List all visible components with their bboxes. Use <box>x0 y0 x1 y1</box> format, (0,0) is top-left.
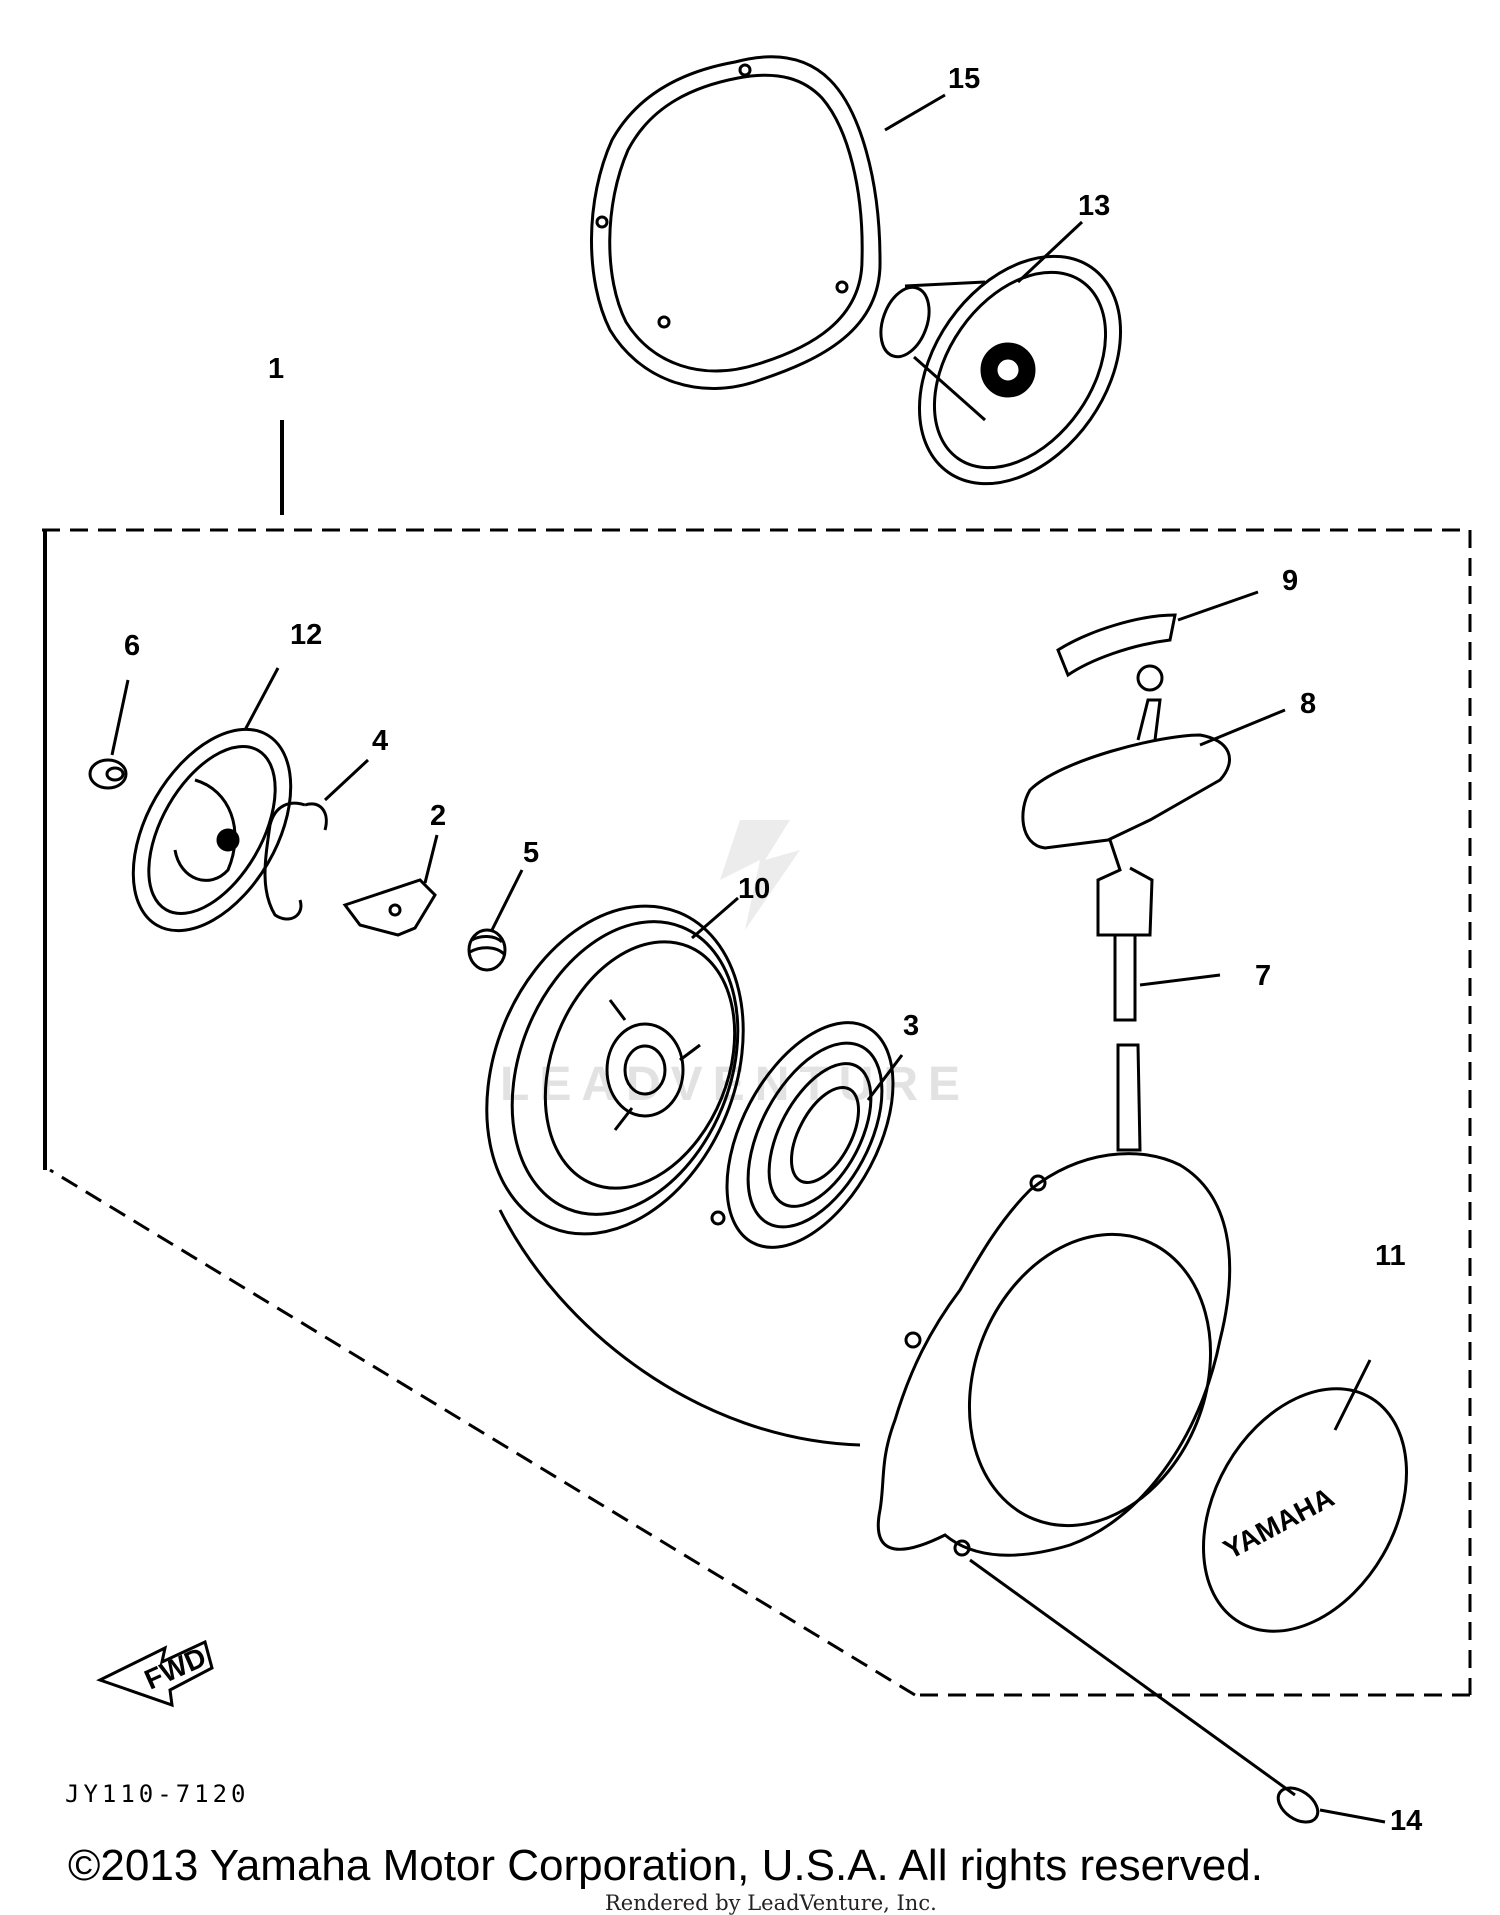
leader-10 <box>691 896 739 940</box>
leader-4 <box>323 758 370 802</box>
callout-5: 5 <box>523 837 539 869</box>
rendered-by-text: Rendered by LeadVenture, Inc. <box>605 1891 937 1915</box>
copyright-text: ©2013 Yamaha Motor Corporation, U.S.A. A… <box>68 1841 1263 1890</box>
leader-9 <box>1177 590 1259 622</box>
starter-case <box>876 1152 1232 1557</box>
callout-3: 3 <box>903 1010 919 1042</box>
callout-9: 9 <box>1282 565 1298 597</box>
assembly-boundary <box>42 528 1472 1697</box>
leader-12 <box>243 667 280 731</box>
leader-5 <box>490 869 524 931</box>
leader-3 <box>866 1054 904 1101</box>
part-3-recoil-spring <box>710 1021 895 1249</box>
leader-8 <box>1199 708 1286 747</box>
callout-1: 1 <box>268 353 284 385</box>
part-6-nut <box>88 758 128 790</box>
part-8-starter-handle <box>1021 664 1231 937</box>
part-13-pulley <box>879 254 1123 486</box>
callout-8: 8 <box>1300 688 1316 720</box>
part-12-drive-plate <box>131 727 293 933</box>
callout-12: 12 <box>290 619 322 651</box>
part-9-handle-cap <box>1056 613 1177 678</box>
part-14-screw <box>969 1558 1320 1824</box>
leader-15 <box>884 93 946 132</box>
callout-6: 6 <box>124 630 140 662</box>
part-10-sheave-drum <box>485 904 745 1236</box>
callout-13: 13 <box>1078 190 1110 222</box>
callout-7: 7 <box>1255 960 1271 992</box>
leader-13 <box>1016 220 1084 284</box>
callout-14: 14 <box>1390 1805 1422 1837</box>
callout-15: 15 <box>948 63 980 95</box>
callout-10: 10 <box>738 873 770 905</box>
part-2-pawl <box>342 878 437 937</box>
leader-7 <box>1139 973 1221 987</box>
part-code: JY110-7120 <box>65 1780 250 1808</box>
part-5-pawl-spring <box>467 928 507 972</box>
leader-6 <box>110 679 130 756</box>
emblem-text: YAMAHA <box>1218 1481 1339 1565</box>
forward-direction-arrow: FWD <box>96 1639 214 1708</box>
callout-11: 11 <box>1375 1240 1406 1272</box>
callout-2: 2 <box>430 800 446 832</box>
part-4-spring-clip <box>263 801 328 921</box>
callout-4: 4 <box>372 725 388 757</box>
leader-14 <box>1319 1808 1386 1824</box>
part-7-rope <box>498 933 1142 1447</box>
part-15-gasket <box>590 55 882 390</box>
leader-2 <box>423 834 439 884</box>
leader-11 <box>1333 1359 1372 1431</box>
